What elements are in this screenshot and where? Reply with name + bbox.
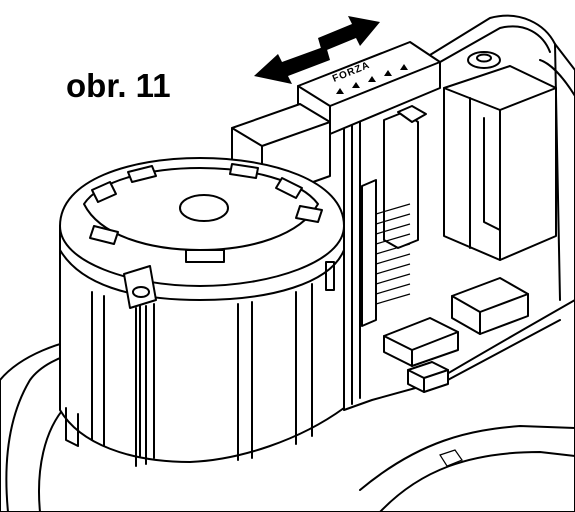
circuit-board: [361, 105, 529, 393]
transformer-block: [443, 65, 557, 261]
motor-cylinder: [59, 157, 345, 467]
direction-arrows-icon: [254, 16, 380, 84]
scale-marks: [336, 64, 408, 94]
figure-title: obr. 11: [66, 67, 171, 104]
